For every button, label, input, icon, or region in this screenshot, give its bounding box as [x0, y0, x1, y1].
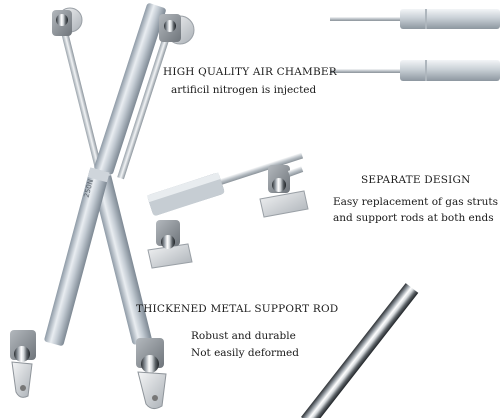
separate-design-line1: Easy replacement of gas struts: [333, 196, 498, 208]
support-rod-line1: Robust and durable: [191, 330, 296, 342]
strut-side-view-bottom: [330, 60, 500, 81]
chrome-rod-closeup: [301, 283, 419, 418]
gas-strut-left: [10, 7, 152, 398]
air-chamber-heading: HIGH QUALITY AIR CHAMBER: [163, 66, 337, 78]
gas-strut-right: 250N: [44, 3, 195, 410]
separate-design-heading: SEPARATE DESIGN: [361, 174, 471, 186]
support-rod-line2: Not easily deformed: [191, 347, 299, 359]
separate-design-line2: and support rods at both ends: [333, 212, 494, 224]
support-rod-heading: THICKENED METAL SUPPORT ROD: [136, 303, 339, 315]
air-chamber-description: artificil nitrogen is injected: [171, 84, 317, 96]
separate-ends-detail: [146, 152, 309, 269]
strut-side-view-top: [330, 9, 500, 29]
